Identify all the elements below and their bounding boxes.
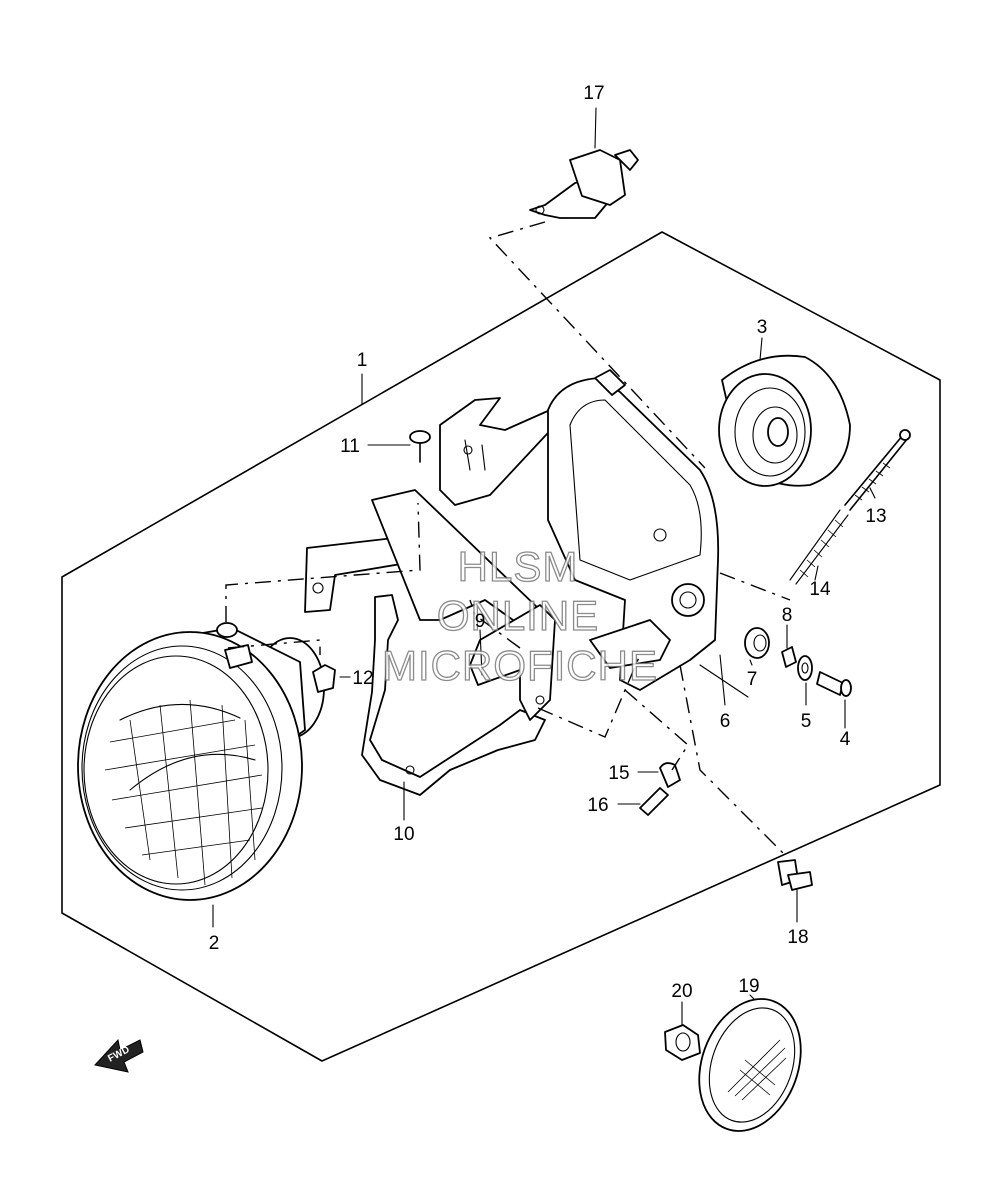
watermark-line-2: ONLINE xyxy=(437,592,599,639)
socket-cover xyxy=(718,354,851,487)
headlamp-bracket xyxy=(304,489,556,796)
callout-1: 1 xyxy=(357,350,368,371)
watermark-line-3: MICROFICHE xyxy=(382,642,658,689)
callout-labels: 1 2 3 4 5 6 7 8 9 10 11 12 13 14 15 16 1… xyxy=(209,83,887,1002)
nut-12 xyxy=(312,664,336,693)
callout-16: 16 xyxy=(587,795,608,816)
watermark: HLSM ONLINE MICROFICHE xyxy=(381,542,658,689)
screw-11 xyxy=(409,430,431,463)
bolt-18 xyxy=(777,859,813,891)
callout-20: 20 xyxy=(671,981,692,1002)
callout-17: 17 xyxy=(583,83,604,104)
callout-8: 8 xyxy=(782,605,793,626)
callout-15: 15 xyxy=(608,763,629,784)
housing-yoke xyxy=(439,369,720,691)
callout-2: 2 xyxy=(209,933,220,954)
bulb xyxy=(529,149,639,219)
headlamp-unit xyxy=(77,622,325,901)
mounting-hardware xyxy=(744,627,852,697)
callout-10: 10 xyxy=(393,824,414,845)
leader-lines xyxy=(212,107,876,1026)
callout-12: 12 xyxy=(352,668,373,689)
assembly-outline xyxy=(61,231,941,1062)
adjusting-screw xyxy=(789,429,911,585)
alignment-lines xyxy=(225,221,791,856)
callout-11: 11 xyxy=(340,436,360,457)
watermark-line-1: HLSM xyxy=(458,543,579,590)
callout-3: 3 xyxy=(757,317,768,338)
callout-5: 5 xyxy=(801,711,812,732)
grommet-collar xyxy=(639,762,681,816)
callout-4: 4 xyxy=(840,729,851,750)
callout-9: 9 xyxy=(475,611,486,632)
callout-6: 6 xyxy=(720,711,731,732)
flange-nut xyxy=(664,1024,701,1061)
callout-7: 7 xyxy=(747,669,758,690)
cover-cap xyxy=(698,998,802,1132)
callout-19: 19 xyxy=(738,976,759,997)
callout-13: 13 xyxy=(865,506,886,527)
callout-18: 18 xyxy=(787,927,808,948)
callout-14: 14 xyxy=(809,579,831,600)
fwd-arrow: FWD xyxy=(94,1038,144,1073)
